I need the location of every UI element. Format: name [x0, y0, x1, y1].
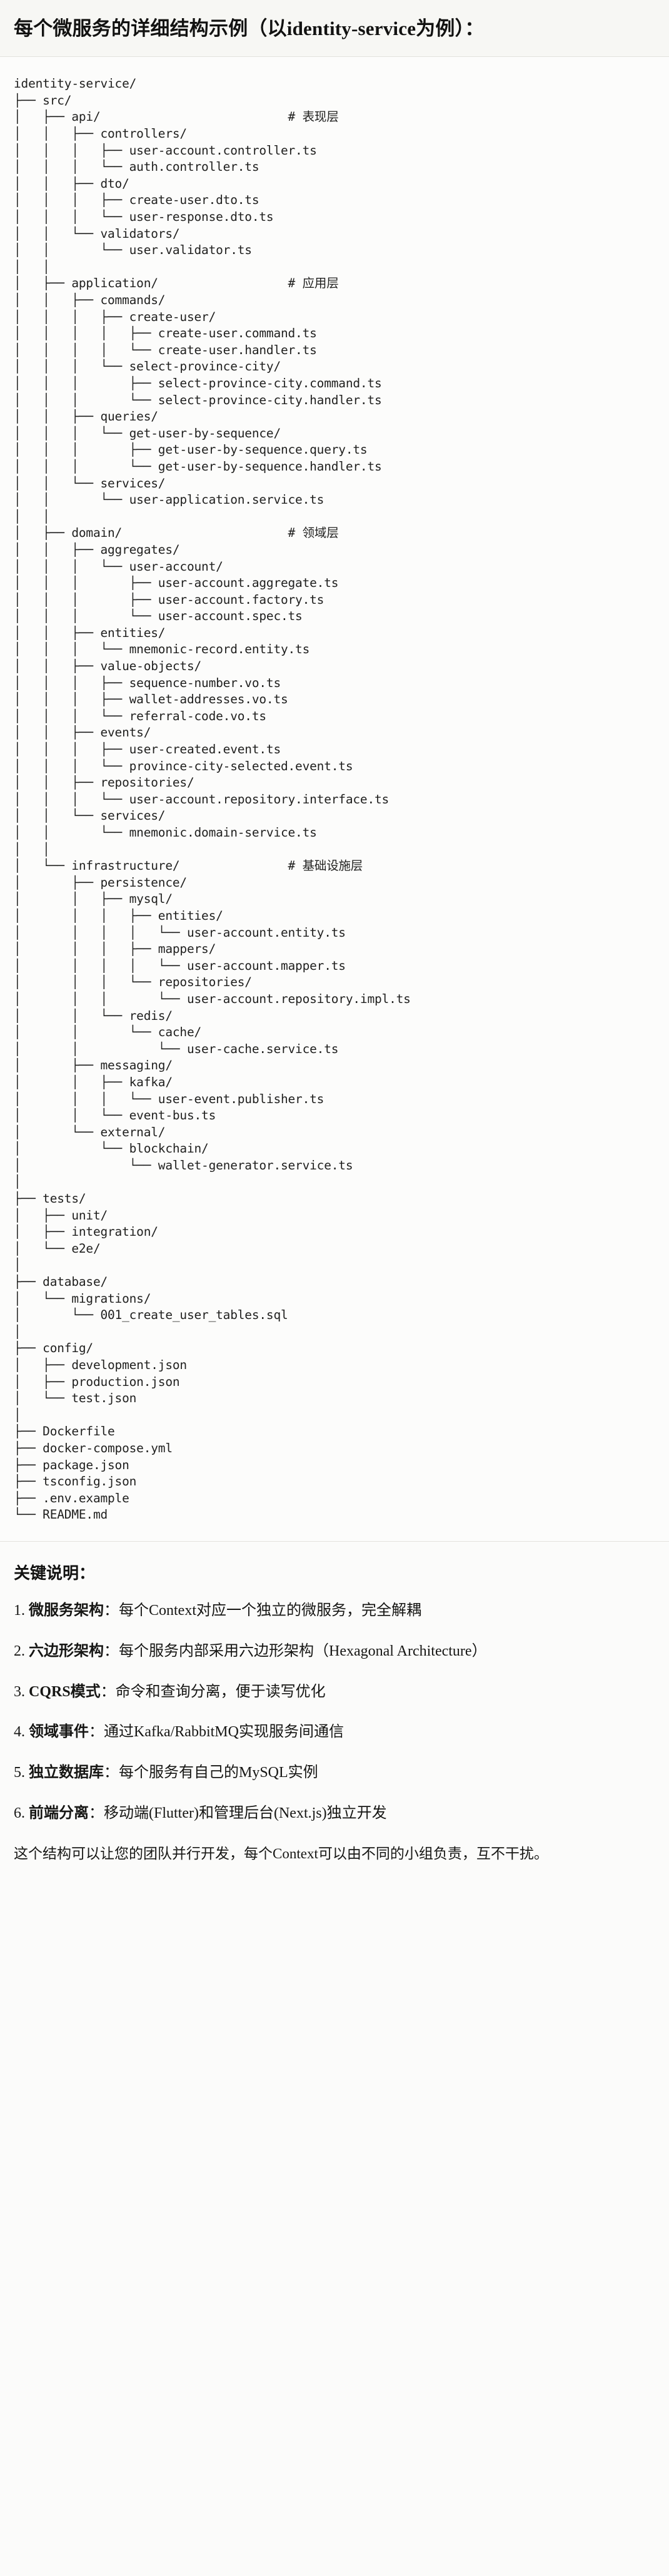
key-note-item: 独立数据库：每个服务有自己的MySQL实例 [14, 1762, 655, 1784]
header-band: 每个微服务的详细结构示例（以identity-service为例）： [0, 0, 669, 58]
closing-paragraph: 这个结构可以让您的团队并行开发，每个Context可以由不同的小组负责，互不干扰… [14, 1845, 548, 1861]
key-note-term: 微服务架构 [29, 1602, 104, 1619]
key-note-term: 六边形架构 [29, 1642, 104, 1659]
key-note-item: CQRS模式：命令和查询分离，便于读写优化 [14, 1681, 655, 1703]
page-root: 每个微服务的详细结构示例（以identity-service为例）： ident… [0, 0, 669, 1881]
key-note-term: 领域事件 [29, 1724, 89, 1741]
key-note-description: ：每个服务内部采用六边形架构（Hexagonal Architecture） [104, 1642, 487, 1659]
directory-tree: identity-service/ ├── src/ │ ├── api/ # … [14, 76, 411, 1522]
key-note-item: 前端分离：移动端(Flutter)和管理后台(Next.js)独立开发 [14, 1803, 655, 1825]
key-note-description: ：通过Kafka/RabbitMQ实现服务间通信 [89, 1724, 344, 1741]
page-title: 每个微服务的详细结构示例（以identity-service为例）： [14, 18, 485, 39]
directory-tree-block: identity-service/ ├── src/ │ ├── api/ # … [0, 57, 669, 1542]
key-note-description: ：每个服务有自己的MySQL实例 [104, 1764, 318, 1781]
key-notes-title: 关键说明： [14, 1564, 96, 1582]
key-notes-block: 关键说明： 微服务架构：每个Context对应一个独立的微服务，完全解耦六边形架… [0, 1541, 669, 1881]
key-note-description: ：每个Context对应一个独立的微服务，完全解耦 [104, 1602, 421, 1619]
key-note-description: ：命令和查询分离，便于读写优化 [100, 1683, 326, 1700]
key-note-description: ：移动端(Flutter)和管理后台(Next.js)独立开发 [89, 1805, 387, 1821]
key-note-term: CQRS模式 [29, 1683, 101, 1700]
key-note-term: 独立数据库 [29, 1764, 104, 1781]
key-note-item: 领域事件：通过Kafka/RabbitMQ实现服务间通信 [14, 1721, 655, 1743]
key-note-term: 前端分离 [29, 1805, 89, 1821]
key-note-item: 微服务架构：每个Context对应一个独立的微服务，完全解耦 [14, 1600, 655, 1622]
key-note-item: 六边形架构：每个服务内部采用六边形架构（Hexagonal Architectu… [14, 1641, 655, 1662]
key-notes-list: 微服务架构：每个Context对应一个独立的微服务，完全解耦六边形架构：每个服务… [14, 1600, 655, 1825]
